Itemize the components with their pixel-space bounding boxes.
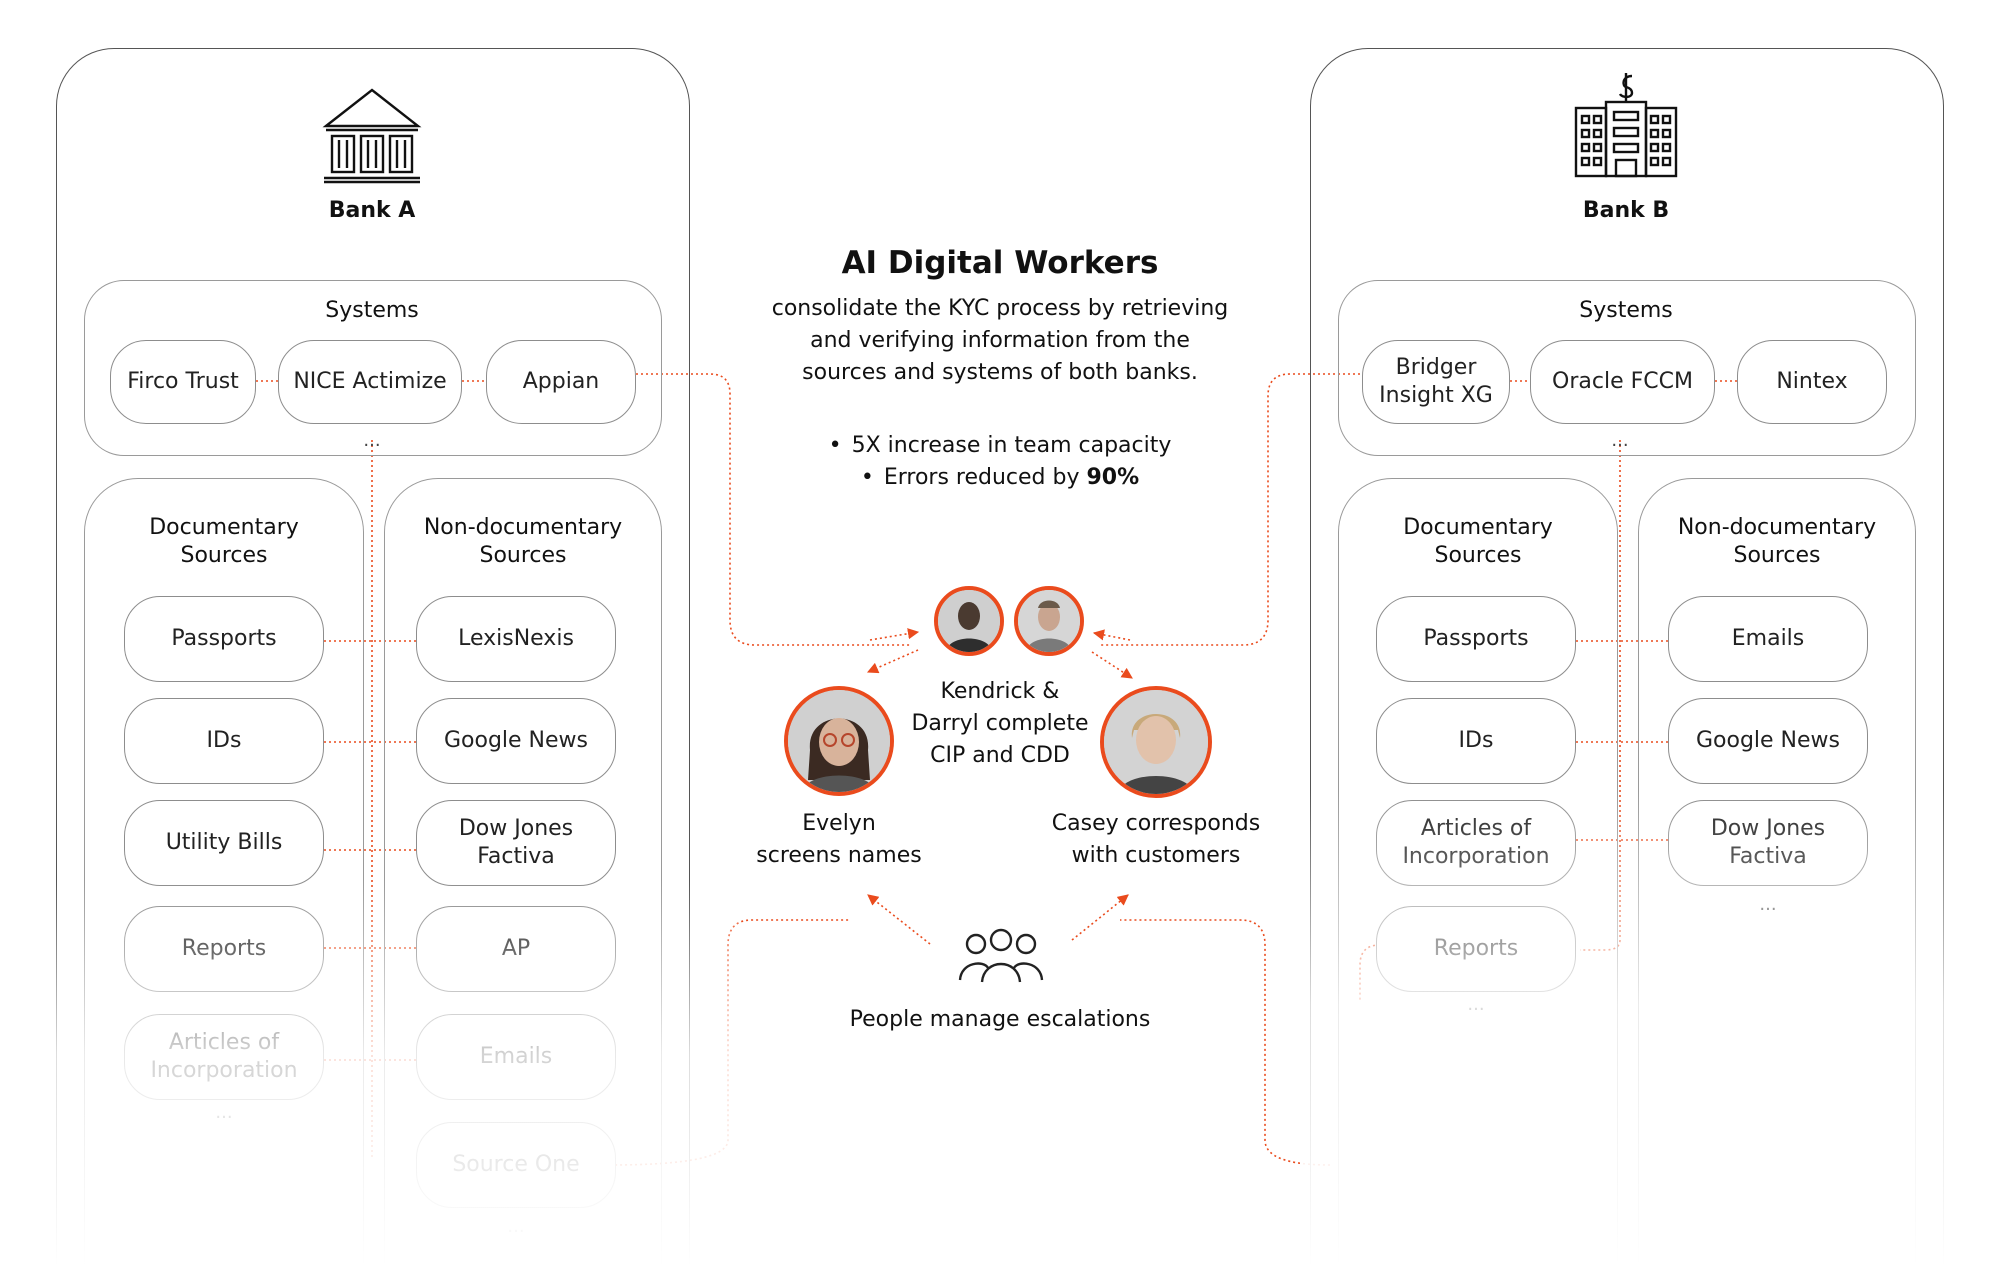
bank-b-systems-box (1338, 280, 1916, 456)
people-group-icon (958, 928, 1044, 983)
bank-b-doc-ellipsis: ... (1467, 994, 1485, 1015)
casey-label: Casey corresponds with customers (1051, 811, 1261, 868)
source-passports[interactable]: Passports (124, 596, 324, 682)
bank-a-panel (56, 48, 690, 1267)
bank-icon (322, 88, 422, 184)
source-ap[interactable]: AP (416, 906, 616, 992)
bank-b-nondoc-title: Non-documentary Sources (1677, 515, 1877, 568)
source-dow-jones-factiva[interactable]: Dow Jones Factiva (416, 800, 616, 886)
kendrick-avatar (934, 586, 1004, 656)
bank-b-doc-title: Documentary Sources (1403, 515, 1553, 568)
system-nintex[interactable]: Nintex (1737, 340, 1887, 424)
people-label: People manage escalations (849, 1007, 1151, 1032)
source-reports[interactable]: Reports (124, 906, 324, 992)
bank-a-name: Bank A (328, 198, 416, 223)
bank-b-name: Bank B (1582, 198, 1670, 223)
bullet-errors: Errors reduced by 90% (800, 462, 1200, 494)
source-google-news[interactable]: Google News (1668, 698, 1868, 784)
source-passports[interactable]: Passports (1376, 596, 1576, 682)
source-ids[interactable]: IDs (124, 698, 324, 784)
kendrick-darryl-label: Kendrick & Darryl complete CIP and CDD (911, 679, 1089, 768)
darryl-avatar (1014, 586, 1084, 656)
center-bullets: 5X increase in team capacity Errors redu… (800, 430, 1200, 494)
source-utility-bills[interactable]: Utility Bills (124, 800, 324, 886)
bullet-capacity: 5X increase in team capacity (800, 430, 1200, 462)
source-articles-of-incorporation[interactable]: Articles of Incorporation (1376, 800, 1576, 886)
source-emails[interactable]: Emails (1668, 596, 1868, 682)
bank-b-nondoc-ellipsis: ... (1759, 894, 1777, 915)
bank-a-systems-box (84, 280, 662, 456)
source-dow-jones-factiva[interactable]: Dow Jones Factiva (1668, 800, 1868, 886)
evelyn-label: Evelyn screens names (756, 811, 922, 868)
bank-b-systems-title: Systems (1579, 298, 1673, 323)
bank-a-systems-ellipsis: ... (363, 430, 381, 451)
bank-a-documentary-column (84, 478, 364, 1267)
bank-b-panel (1310, 48, 1944, 1267)
system-firco-trust[interactable]: Firco Trust (110, 340, 256, 424)
office-building-icon (1574, 73, 1678, 178)
bank-a-systems-title: Systems (325, 298, 419, 323)
source-emails[interactable]: Emails (416, 1014, 616, 1100)
source-google-news[interactable]: Google News (416, 698, 616, 784)
system-appian[interactable]: Appian (486, 340, 636, 424)
bank-a-doc-ellipsis: ... (215, 1102, 233, 1123)
source-ids[interactable]: IDs (1376, 698, 1576, 784)
bank-a-nondoc-ellipsis: ... (507, 1216, 525, 1237)
source-articles-of-incorporation[interactable]: Articles of Incorporation (124, 1014, 324, 1100)
casey-avatar (1100, 686, 1212, 798)
center-title: AI Digital Workers (841, 245, 1159, 281)
bank-a-nondoc-title: Non-documentary Sources (423, 515, 623, 568)
center-description: consolidate the KYC process by retrievin… (771, 296, 1229, 385)
system-bridger-insight-xg[interactable]: Bridger Insight XG (1362, 340, 1510, 424)
bank-a-nondocumentary-column (384, 478, 662, 1267)
system-oracle-fccm[interactable]: Oracle FCCM (1530, 340, 1715, 424)
bank-a-doc-title: Documentary Sources (149, 515, 299, 568)
evelyn-avatar (784, 686, 894, 796)
source-reports[interactable]: Reports (1376, 906, 1576, 992)
source-lexisnexis[interactable]: LexisNexis (416, 596, 616, 682)
source-source-one[interactable]: Source One (416, 1122, 616, 1208)
system-nice-actimize[interactable]: NICE Actimize (278, 340, 462, 424)
bank-b-systems-ellipsis: ... (1611, 430, 1629, 451)
